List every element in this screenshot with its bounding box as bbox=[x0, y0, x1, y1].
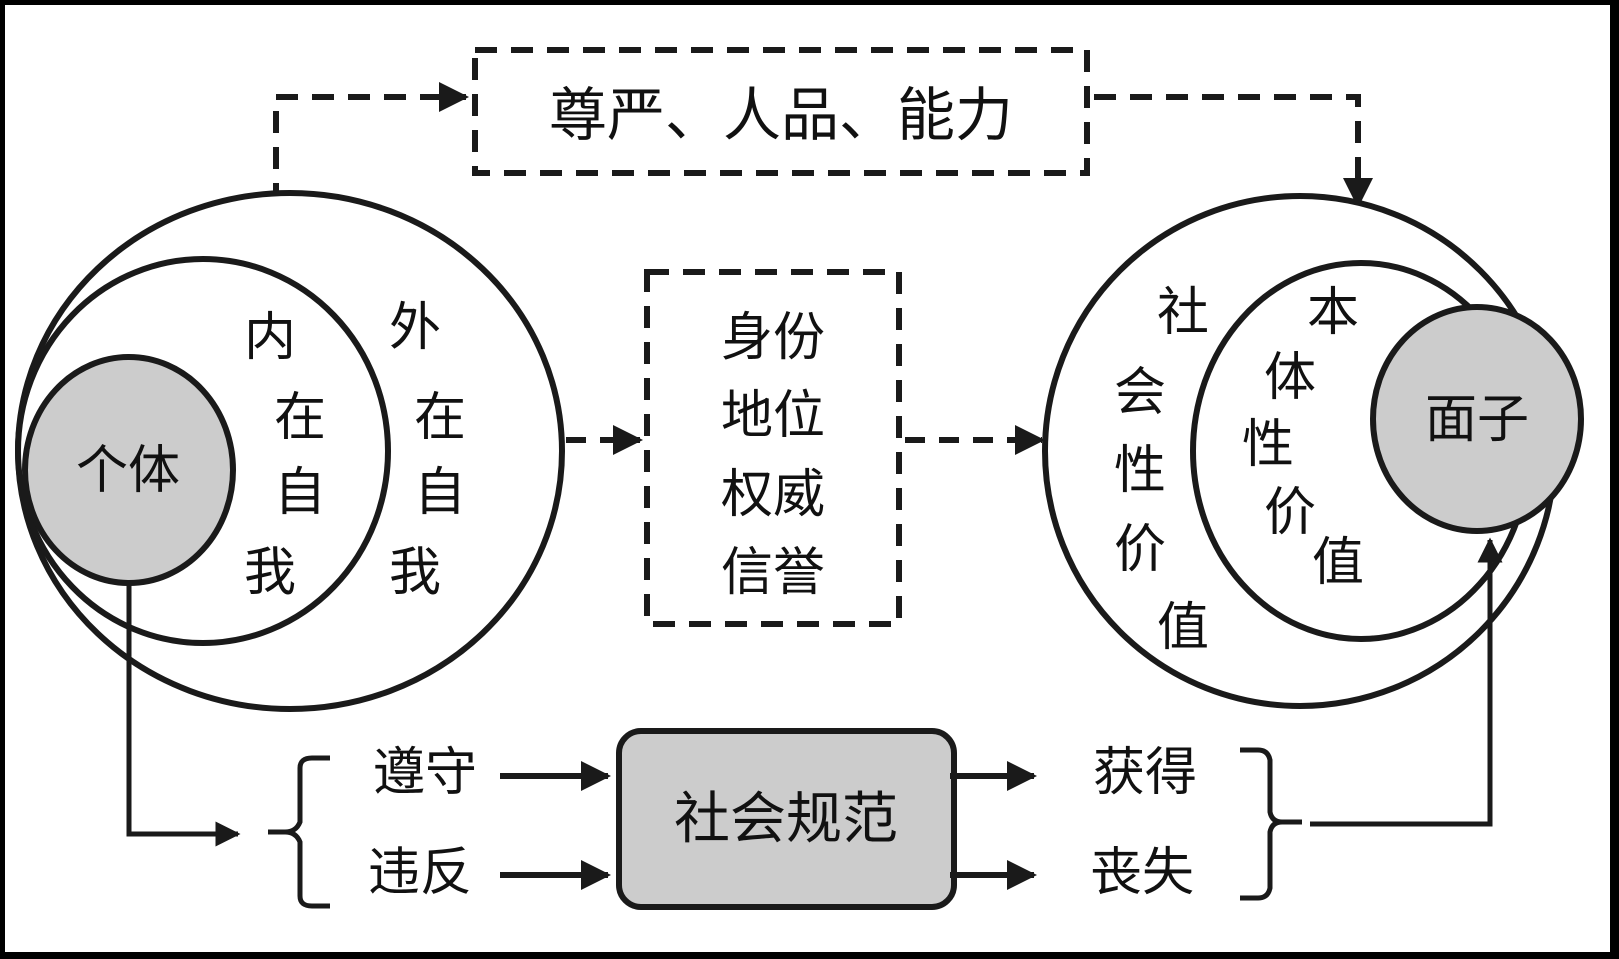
inner-self-char: 内 bbox=[244, 308, 296, 368]
top-left-dashed-connector bbox=[273, 82, 469, 205]
social-value-char: 会 bbox=[1114, 363, 1166, 423]
social-norms-label: 社会规范 bbox=[674, 787, 898, 852]
intrinsic-value-char: 本 bbox=[1307, 283, 1359, 343]
social-norms-box bbox=[616, 728, 957, 910]
social-value-char: 值 bbox=[1157, 598, 1209, 658]
brace-to-face-arrow bbox=[1310, 537, 1503, 827]
inner-self-char: 在 bbox=[274, 388, 326, 448]
social-value-char: 价 bbox=[1114, 520, 1166, 580]
individual-to-branch-arrow bbox=[126, 583, 241, 847]
outer-self-char: 自 bbox=[414, 463, 466, 523]
violate-label: 违反 bbox=[368, 843, 472, 903]
outer-self-char: 在 bbox=[414, 388, 466, 448]
outer-self-char: 我 bbox=[389, 543, 441, 603]
middle-box-row: 权威 bbox=[721, 465, 825, 525]
middle-box-row: 信誉 bbox=[721, 543, 825, 603]
intrinsic-value-char: 体 bbox=[1264, 348, 1316, 408]
inner-self-label: 内 在 自 我 bbox=[244, 308, 326, 603]
comply-label: 遵守 bbox=[373, 743, 477, 803]
intrinsic-value-char: 价 bbox=[1264, 483, 1316, 543]
left-curly-brace bbox=[268, 755, 330, 909]
inner-self-char: 我 bbox=[244, 543, 296, 603]
outer-self-label: 外 在 自 我 bbox=[389, 298, 466, 603]
intrinsic-value-char: 性 bbox=[1242, 415, 1294, 475]
gain-label: 获得 bbox=[1093, 743, 1197, 803]
social-value-label: 社 会 性 价 值 bbox=[1114, 283, 1209, 658]
middle-box-labels: 身份 地位 权威 信誉 bbox=[721, 308, 825, 603]
intrinsic-value-char: 值 bbox=[1312, 533, 1364, 593]
face-label: 面子 bbox=[1425, 390, 1529, 450]
middle-box-row: 身份 bbox=[721, 308, 825, 368]
top-dashed-box bbox=[472, 47, 1090, 176]
intrinsic-value-label: 本 体 性 价 值 bbox=[1242, 283, 1364, 593]
social-value-char: 社 bbox=[1157, 283, 1209, 343]
face-circle bbox=[1370, 304, 1584, 534]
individual-label: 个体 bbox=[76, 441, 180, 501]
outer-self-char: 外 bbox=[389, 298, 441, 358]
middle-dashed-box bbox=[644, 269, 902, 627]
top-right-dashed-connector bbox=[1094, 94, 1373, 208]
top-box-label: 尊严、人品、能力 bbox=[549, 81, 1013, 149]
social-value-char: 性 bbox=[1114, 441, 1166, 501]
right-curly-brace bbox=[1240, 747, 1302, 901]
inner-self-char: 自 bbox=[274, 463, 326, 523]
lose-label: 丧失 bbox=[1090, 843, 1194, 903]
middle-box-row: 地位 bbox=[721, 386, 825, 446]
